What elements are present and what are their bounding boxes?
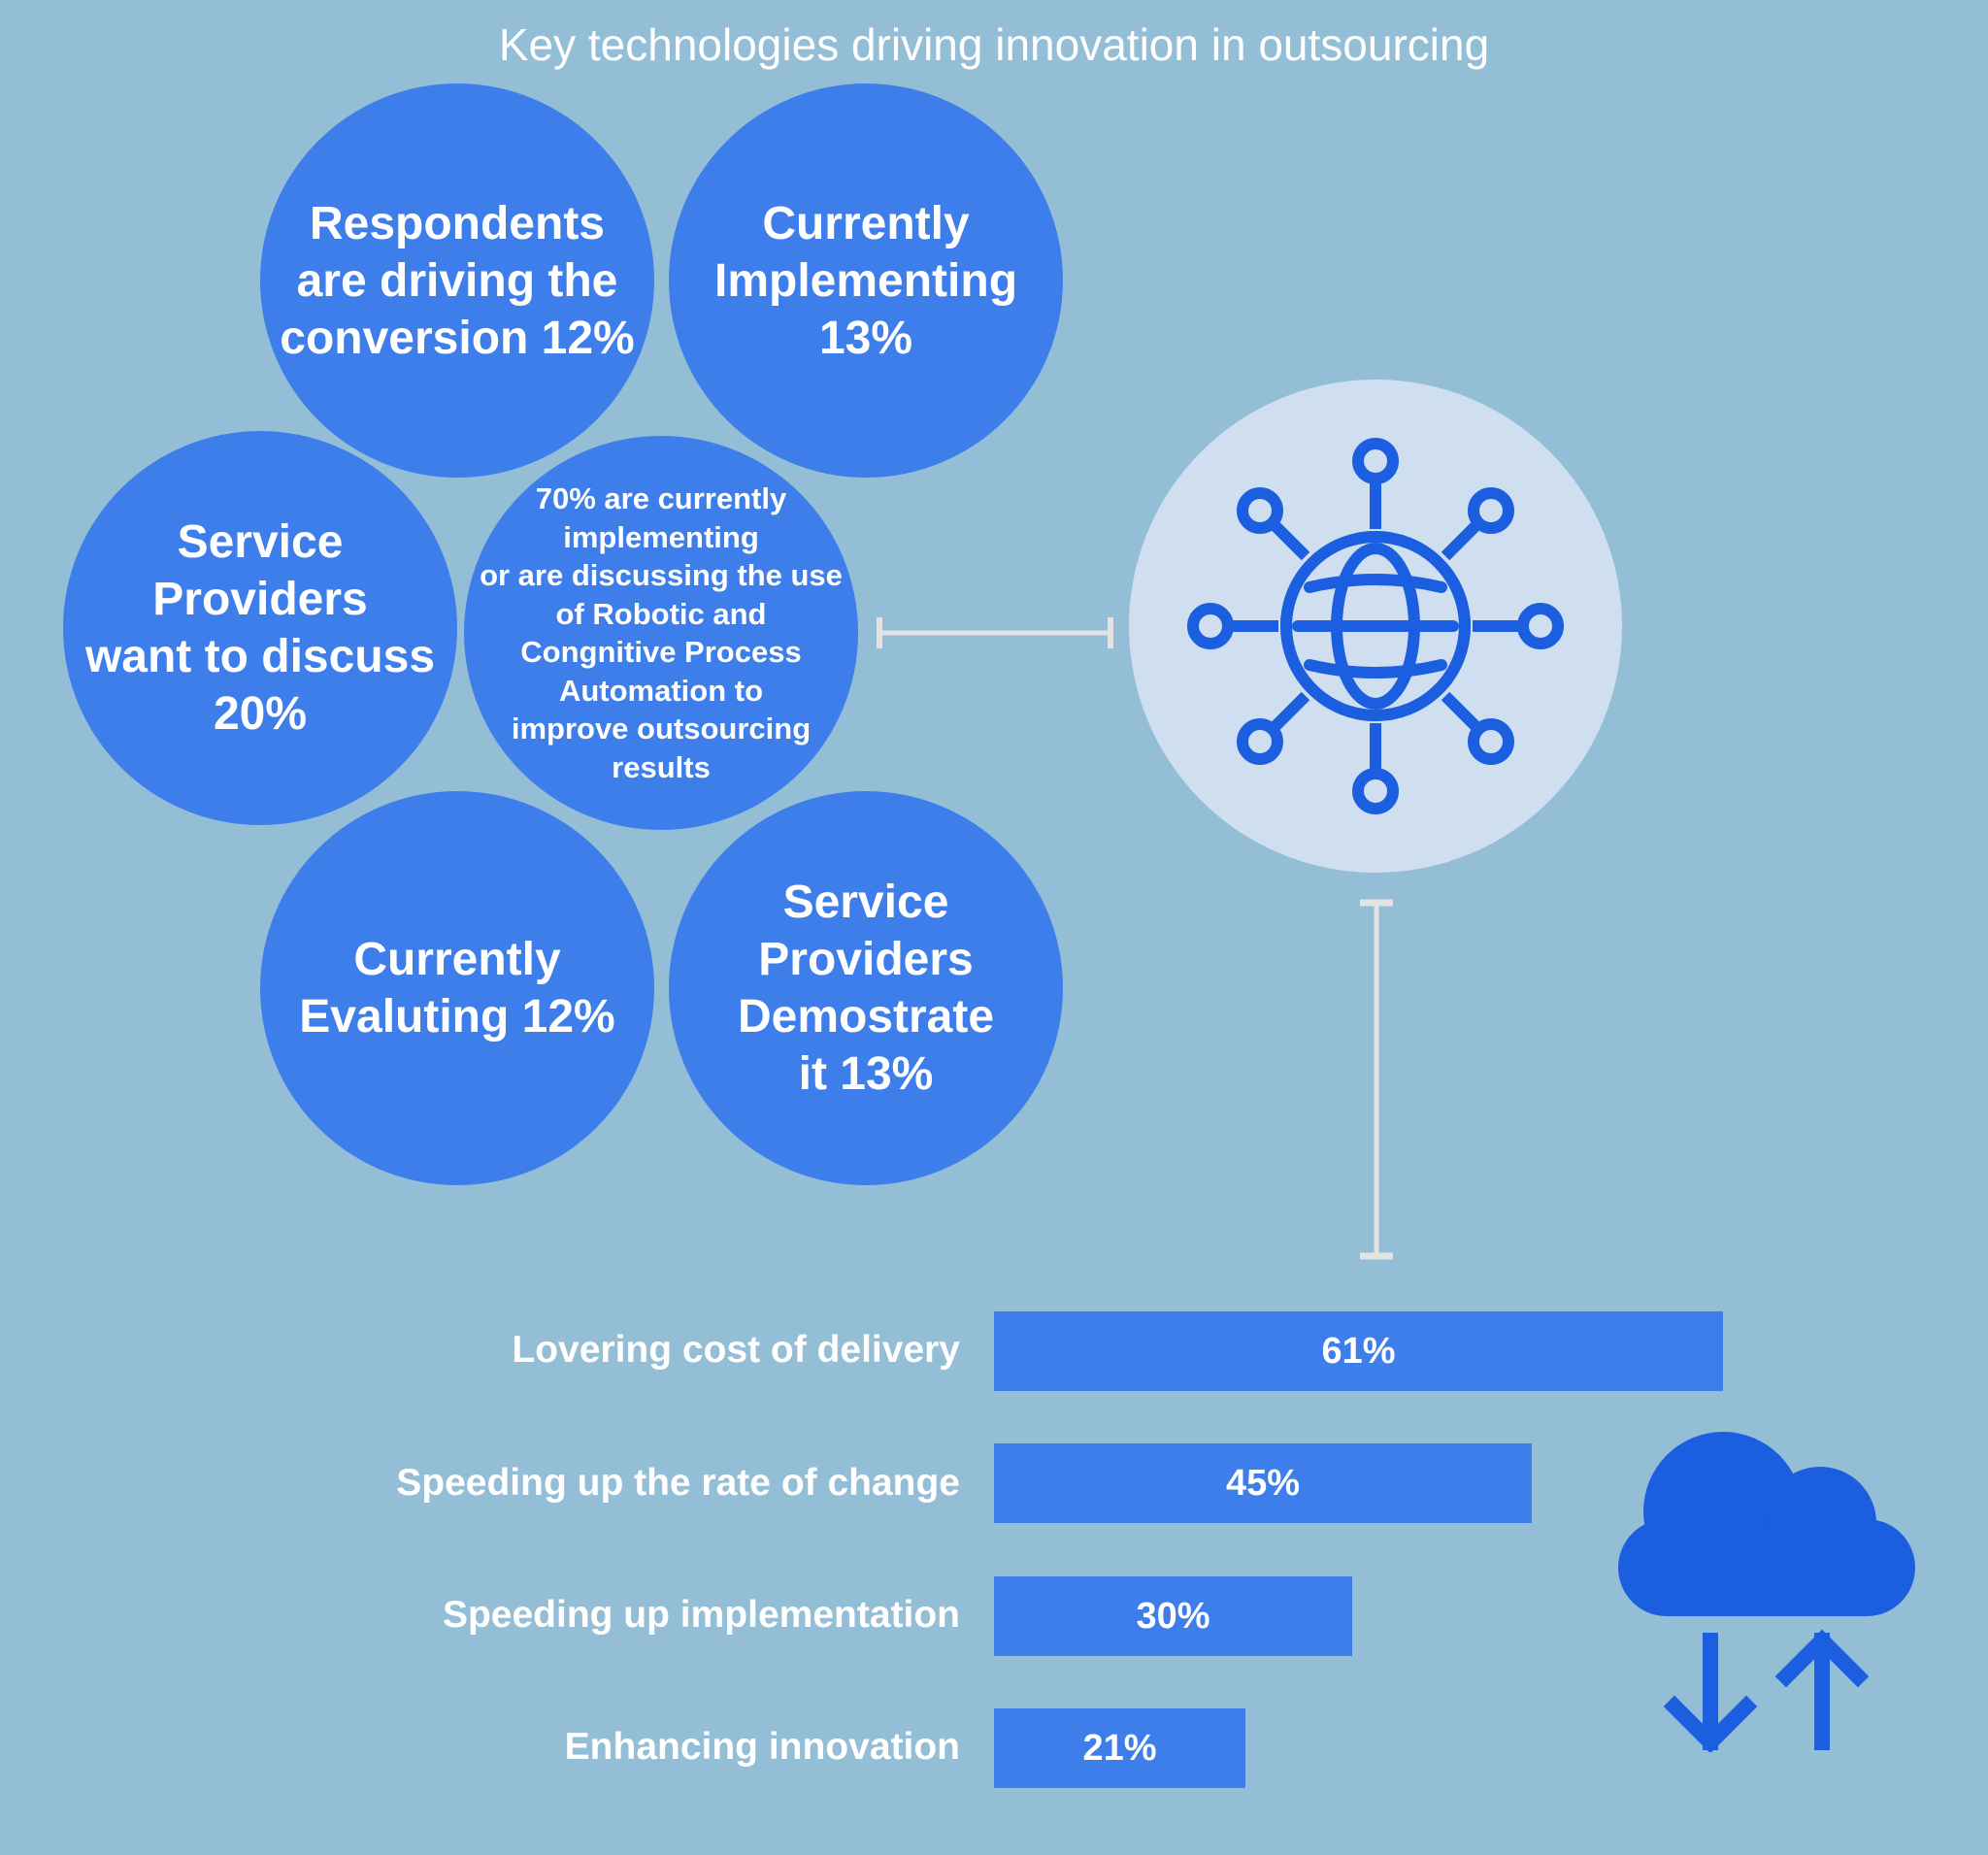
bar-value-label: 30% (1136, 1595, 1210, 1637)
globe-network-icon (1187, 438, 1564, 814)
bar-value-label: 21% (1082, 1727, 1157, 1769)
bar-label: Lovering cost of delivery (512, 1329, 960, 1371)
bubble-respondents-driving: Respondents are driving the conversion 1… (260, 83, 654, 478)
bubble-currently-implementing-text: Currently Implementing 13% (713, 197, 1018, 364)
bubble-center-summary-text: 70% are currently implementing or are di… (480, 481, 843, 784)
bar-innovation: 21% (994, 1708, 1245, 1788)
bubble-service-providers-demonstrate: Service Providers Demostrate it 13% (669, 791, 1063, 1185)
page-title: Key technologies driving innovation in o… (498, 19, 1490, 70)
bubble-currently-evaluating-text: Currently Evaluting 12% (299, 934, 615, 1043)
bar-value-label: 61% (1321, 1330, 1396, 1372)
bar-label: Enhancing innovation (564, 1726, 960, 1768)
bar-lowering-cost: 61% (994, 1311, 1723, 1391)
bubble-currently-implementing: Currently Implementing 13% (669, 83, 1063, 478)
bar-label: Speeding up the rate of change (396, 1462, 960, 1504)
bubble-currently-evaluating: Currently Evaluting 12% (260, 791, 654, 1185)
bar-value-label: 45% (1225, 1462, 1301, 1504)
bubble-service-providers-discuss-text: Service Providers want to discuss 20% (84, 516, 436, 740)
bubble-respondents-driving-text: Respondents are driving the conversion 1… (280, 197, 635, 364)
bubble-center-summary: 70% are currently implementing or are di… (464, 436, 858, 830)
bubble-service-providers-discuss: Service Providers want to discuss 20% (63, 431, 457, 825)
bar-rate-of-change: 45% (994, 1443, 1532, 1523)
bar-implementation: 30% (994, 1576, 1352, 1656)
cloud-sync-icon (1618, 1432, 1915, 1752)
horizontal-connector (877, 617, 1113, 648)
bar-label: Speeding up implementation (442, 1594, 960, 1636)
vertical-connector (1360, 899, 1393, 1260)
bubble-service-providers-demonstrate-text: Service Providers Demostrate it 13% (737, 877, 995, 1100)
